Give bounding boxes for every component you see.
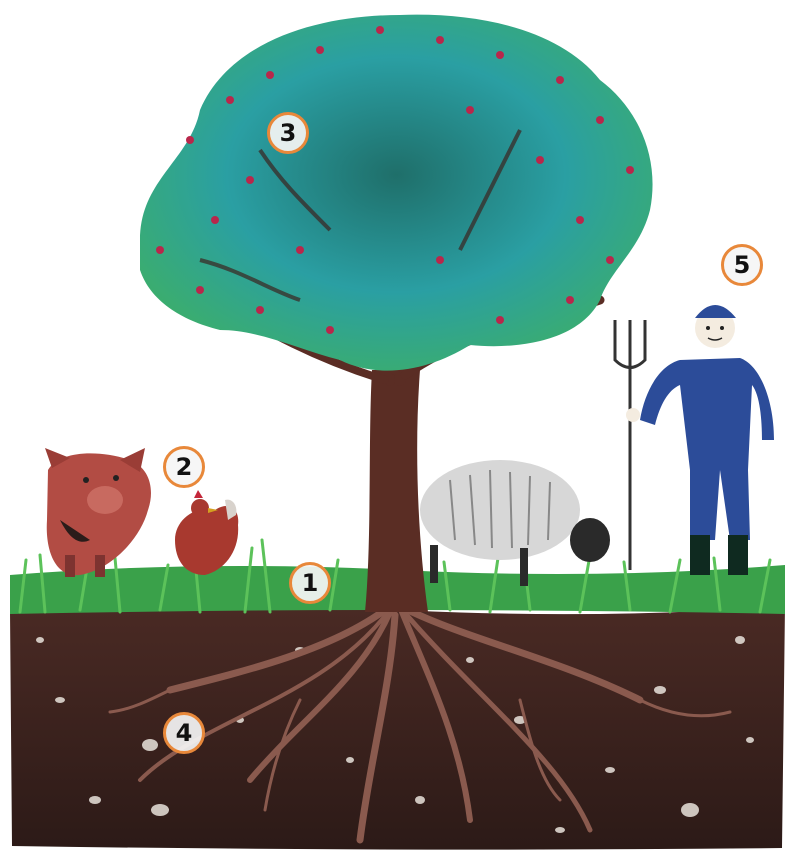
marker-2: 2 bbox=[163, 446, 205, 488]
marker-4: 4 bbox=[163, 712, 205, 754]
marker-3: 3 bbox=[267, 112, 309, 154]
marker-1: 1 bbox=[289, 562, 331, 604]
farmer bbox=[615, 305, 774, 575]
tree-canopy bbox=[140, 15, 653, 371]
pig bbox=[45, 448, 151, 577]
soil-layer bbox=[10, 605, 785, 849]
marker-5: 5 bbox=[721, 244, 763, 286]
sheep bbox=[420, 460, 610, 586]
hen bbox=[175, 490, 238, 575]
